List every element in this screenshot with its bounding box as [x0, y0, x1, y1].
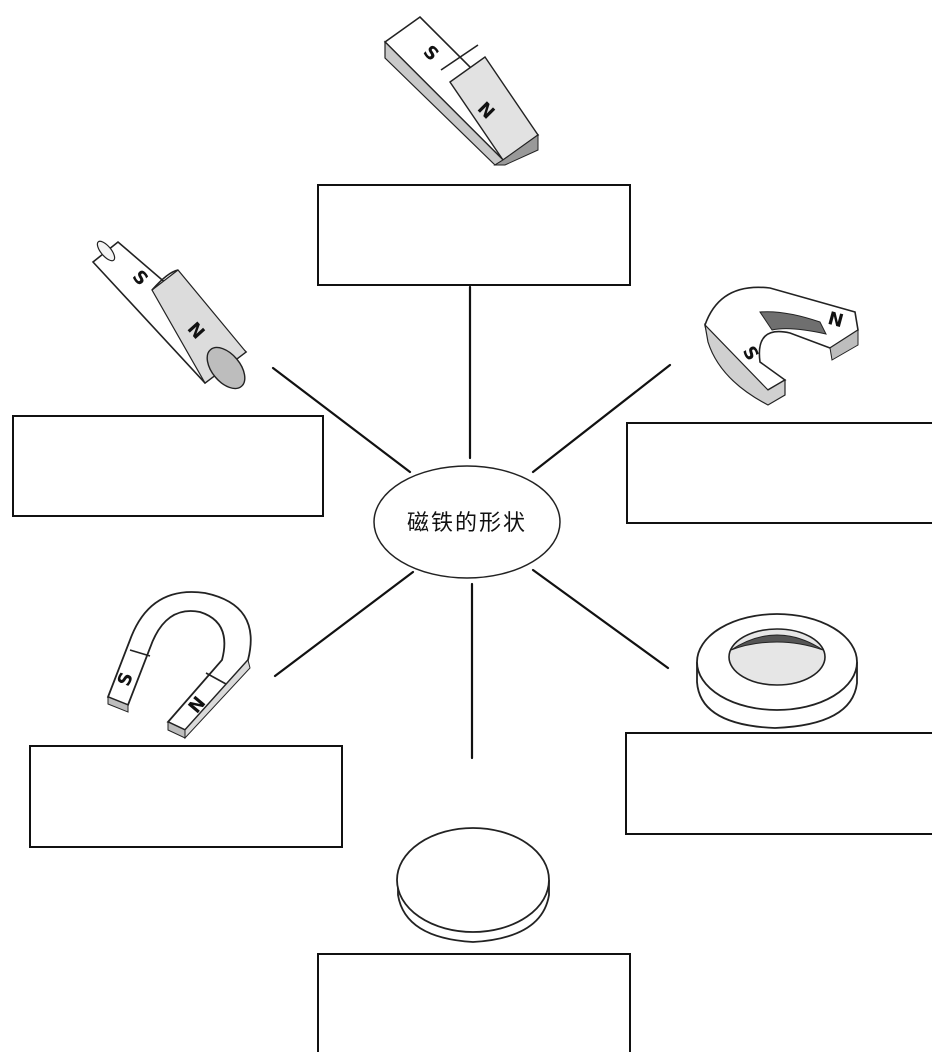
connector-lower-right	[531, 568, 670, 670]
ring-magnet-icon	[696, 613, 858, 729]
answer-box-bar[interactable]	[317, 184, 631, 286]
cylinder-magnet-icon: S N	[91, 240, 248, 390]
center-node: 磁铁的形状	[373, 465, 561, 579]
answer-box-u-shape[interactable]	[626, 422, 932, 524]
horseshoe-magnet-icon: S N	[106, 591, 252, 740]
connector-lower-left	[273, 570, 415, 678]
answer-box-disc[interactable]	[317, 953, 631, 1052]
answer-box-ring[interactable]	[625, 732, 932, 835]
u-magnet-icon: S N	[704, 286, 859, 406]
bar-magnet-icon: S N	[383, 15, 540, 166]
connector-upper-right	[531, 363, 672, 474]
bar-magnet-pole-s: S	[419, 41, 443, 65]
connector-upper-left	[271, 366, 412, 474]
answer-box-horseshoe[interactable]	[29, 745, 343, 848]
center-ellipse	[373, 465, 561, 579]
center-label: 磁铁的形状	[407, 511, 527, 536]
cylinder-magnet-pole-s: S	[128, 266, 152, 290]
u-magnet-pole-n: N	[826, 308, 846, 332]
disc-magnet-icon	[396, 827, 550, 943]
answer-box-cylinder[interactable]	[12, 415, 324, 517]
